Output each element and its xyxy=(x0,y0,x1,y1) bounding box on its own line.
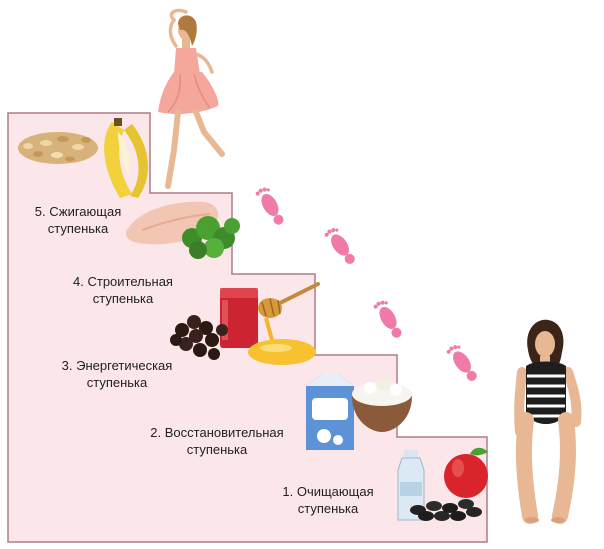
step-number: 1. xyxy=(282,484,294,499)
slim-woman-dancing xyxy=(158,8,225,189)
footprint xyxy=(255,187,284,225)
step-title: Восстановительная xyxy=(164,425,284,440)
step-number: 3. xyxy=(61,358,73,373)
step-label-1: 1. Очищающая ступенька xyxy=(268,483,388,517)
plump-woman-in-swimsuit xyxy=(514,319,582,524)
step-title: Сжигающая xyxy=(49,204,122,219)
raisins xyxy=(170,315,228,360)
banana xyxy=(104,118,149,198)
footprints xyxy=(255,187,477,381)
step-label-5: 5. Сжигающая ступенька xyxy=(22,203,134,237)
honey xyxy=(248,317,316,365)
step-title: Строительная xyxy=(87,274,173,289)
red-juice-glass xyxy=(220,288,258,348)
step-title: Очищающая xyxy=(296,484,374,499)
step-number: 5. xyxy=(34,204,46,219)
step-number: 2. xyxy=(150,425,162,440)
step-label-2: 2. Восстановительная ступенька xyxy=(132,424,302,458)
step-label-3: 3. Энергетическая ступенька xyxy=(42,357,192,391)
milk-carton xyxy=(306,374,354,450)
step-number: 4. xyxy=(73,274,84,289)
step-subtitle: ступенька xyxy=(297,501,359,516)
cottage-cheese-bowl xyxy=(352,377,412,432)
step-subtitle: ступенька xyxy=(86,375,148,390)
step-subtitle: ступенька xyxy=(47,221,109,236)
footprint xyxy=(324,228,355,264)
parsley xyxy=(182,216,240,259)
apple xyxy=(444,447,488,498)
step-subtitle: ступенька xyxy=(92,291,154,306)
step-subtitle: ступенька xyxy=(186,442,248,457)
footprint xyxy=(446,345,477,381)
oat-flakes xyxy=(18,132,98,164)
footprint xyxy=(373,300,402,338)
step-label-4: 4. Строительная ступенька xyxy=(58,273,188,307)
step-title: Энергетическая xyxy=(76,358,173,373)
honey-dipper xyxy=(258,282,320,318)
activated-charcoal xyxy=(410,499,482,521)
